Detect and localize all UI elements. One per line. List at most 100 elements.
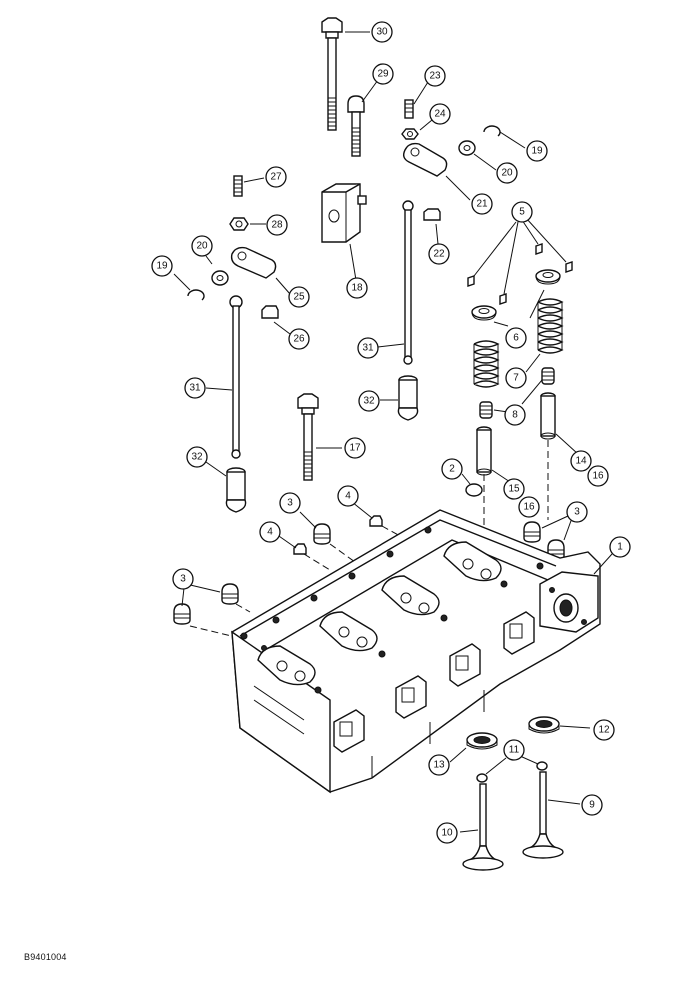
callout-2: 2 (441, 458, 463, 480)
core-plug (461, 473, 483, 497)
callout-16-left-label: 16 (523, 502, 535, 513)
callout-26: 26 (288, 328, 310, 350)
callout-24: 24 (429, 103, 451, 125)
callout-22: 22 (428, 243, 450, 265)
callout-31-left-label: 31 (189, 383, 201, 394)
callout-9-label: 9 (589, 800, 595, 811)
callout-15: 15 (503, 478, 525, 500)
callout-8: 8 (504, 404, 526, 426)
callout-12: 12 (593, 719, 615, 741)
callout-5: 5 (511, 201, 533, 223)
callout-16-right-label: 16 (592, 471, 604, 482)
callout-10: 10 (436, 822, 458, 844)
callout-32-right-label: 32 (363, 396, 375, 407)
callout-28-label: 28 (271, 220, 283, 231)
callout-32-left-label: 32 (191, 452, 203, 463)
valve-keepers (467, 217, 573, 305)
callout-27-label: 27 (270, 172, 282, 183)
callout-29: 29 (372, 63, 394, 85)
circlip-right (483, 125, 526, 149)
valve-intake (459, 783, 504, 871)
callout-4-top-label: 4 (345, 491, 351, 502)
washer-left (205, 255, 229, 286)
callout-16-right: 16 (587, 465, 609, 487)
callout-2-label: 2 (449, 464, 455, 475)
callout-14: 14 (570, 450, 592, 472)
spacer-left (261, 305, 291, 335)
valve-seat-insert-right (528, 716, 591, 734)
valve-exhaust (522, 771, 581, 859)
washer-right (458, 140, 497, 171)
callout-18-label: 18 (351, 283, 363, 294)
callout-3-top-label: 3 (287, 498, 293, 509)
figure-code: B9401004 (24, 952, 67, 962)
callout-28: 28 (266, 214, 288, 236)
callout-9: 9 (581, 794, 603, 816)
callout-31-left: 31 (184, 377, 206, 399)
callout-32-left: 32 (186, 446, 208, 468)
rocker-arm-left (230, 246, 291, 295)
callout-20-left-label: 20 (196, 241, 208, 252)
callout-3-top: 3 (279, 492, 301, 514)
callout-20-left: 20 (191, 235, 213, 257)
rocker-bolt-long (321, 17, 370, 131)
adjusting-screw-right (404, 81, 429, 119)
callout-3-right: 3 (566, 501, 588, 523)
adjusting-screw-left (233, 175, 265, 197)
callout-19-left-label: 19 (156, 261, 168, 272)
callout-16-left: 16 (518, 496, 540, 518)
callout-23-label: 23 (429, 71, 441, 82)
callout-31-right-label: 31 (362, 343, 374, 354)
callout-20-right: 20 (496, 162, 518, 184)
callout-22-label: 22 (433, 249, 445, 260)
callout-19-right: 19 (526, 140, 548, 162)
callout-21-label: 21 (476, 199, 488, 210)
callout-13-label: 13 (433, 760, 445, 771)
circlip-left (173, 273, 205, 301)
callout-27: 27 (265, 166, 287, 188)
valve-seal-right (521, 367, 555, 405)
callout-18: 18 (346, 277, 368, 299)
callout-10-label: 10 (441, 828, 453, 839)
expansion-plugs (173, 511, 573, 625)
lock-nut-left (229, 217, 266, 231)
callout-11-label: 11 (509, 745, 520, 756)
rocker-bolt-short (347, 79, 379, 157)
callout-14-label: 14 (575, 456, 587, 467)
callout-12-label: 12 (598, 725, 610, 736)
callout-5-label: 5 (519, 207, 525, 218)
callout-24-label: 24 (434, 109, 446, 120)
valve-guide-right (540, 392, 579, 455)
callout-3-left: 3 (172, 568, 194, 590)
tappet-right (380, 375, 419, 421)
callout-3-left-label: 3 (180, 574, 186, 585)
callout-7: 7 (505, 367, 527, 389)
callout-17: 17 (344, 437, 366, 459)
spacer-right (423, 208, 441, 245)
callout-29-label: 29 (377, 69, 389, 80)
callout-30: 30 (371, 21, 393, 43)
callout-6-label: 6 (513, 333, 519, 344)
callout-20-right-label: 20 (501, 168, 513, 179)
callout-30-label: 30 (376, 27, 388, 38)
rocker-support-block (321, 183, 367, 281)
callout-26-label: 26 (293, 334, 305, 345)
lock-nut-right (401, 119, 433, 140)
callout-19-left: 19 (151, 255, 173, 277)
valve-seal-left (479, 401, 509, 419)
callout-4-left: 4 (259, 521, 281, 543)
push-rod-left (205, 295, 243, 459)
callout-1-label: 1 (617, 542, 623, 553)
callout-15-label: 15 (508, 484, 520, 495)
callout-4-top: 4 (337, 485, 359, 507)
cylinder-head (231, 509, 613, 794)
callout-32-right: 32 (358, 390, 380, 412)
valve-seat-insert-left (449, 732, 498, 763)
push-rod-right (377, 200, 414, 365)
small-plugs (275, 501, 383, 555)
callout-23: 23 (424, 65, 446, 87)
callout-4-left-label: 4 (267, 527, 273, 538)
callout-6: 6 (505, 327, 527, 349)
callout-11: 11 (503, 739, 525, 761)
